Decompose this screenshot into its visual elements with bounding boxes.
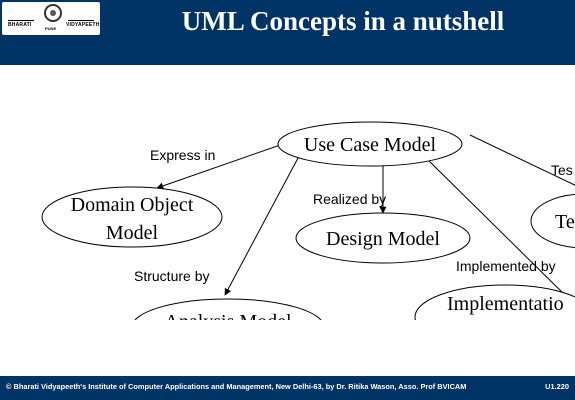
edge-implemented-by xyxy=(424,156,571,301)
node-domain-object-label-2: Model xyxy=(106,222,159,244)
uml-concepts-diagram: Use Case Model Domain Object Model Desig… xyxy=(0,65,575,320)
edge-structure-by xyxy=(224,157,299,296)
logo-text-bottom: PUNE xyxy=(45,26,57,31)
node-use-case-label: Use Case Model xyxy=(304,134,437,156)
node-analysis-label: Analysis Model xyxy=(164,311,292,320)
slide-header: BHARATI VIDYAPEETH PUNE UML Concepts in … xyxy=(0,0,575,65)
slide-number: U1.220 xyxy=(545,382,569,391)
node-analysis-model xyxy=(134,298,322,320)
label-express-in: Express in xyxy=(150,147,215,163)
logo-text-right: VIDYAPEETH xyxy=(66,22,100,28)
label-structure-by: Structure by xyxy=(134,268,209,284)
node-design-model xyxy=(295,212,471,264)
slide-title: UML Concepts in a nutshell xyxy=(181,6,505,36)
edge-express-in xyxy=(156,143,284,190)
emblem-center xyxy=(50,10,56,16)
footer-copyright: © Bharati Vidyapeeth's Institute of Comp… xyxy=(6,382,467,391)
edge-tested xyxy=(469,134,575,186)
node-design-label: Design Model xyxy=(326,228,440,250)
node-implementation-model xyxy=(414,284,575,320)
logo-rule-right xyxy=(68,20,94,21)
bharati-vidyapeeth-logo: BHARATI VIDYAPEETH PUNE xyxy=(2,2,100,35)
node-test-model xyxy=(530,193,575,249)
label-implemented-by: Implemented by xyxy=(456,258,556,274)
logo-rule-left xyxy=(8,20,34,21)
label-tested: Tes xyxy=(551,162,573,178)
label-realized-by: Realized by xyxy=(313,191,386,207)
logo-text-left: BHARATI xyxy=(8,22,32,28)
slide-footer: © Bharati Vidyapeeth's Institute of Comp… xyxy=(0,376,575,400)
node-domain-object-model xyxy=(41,186,223,248)
node-implementation-label: Implementatio xyxy=(447,293,564,315)
diagram-canvas: Use Case Model Domain Object Model Desig… xyxy=(41,121,575,320)
node-use-case-model xyxy=(277,121,463,167)
emblem-icon xyxy=(44,4,62,22)
node-domain-object-label-1: Domain Object xyxy=(71,194,194,216)
node-test-label: Te xyxy=(555,211,575,233)
